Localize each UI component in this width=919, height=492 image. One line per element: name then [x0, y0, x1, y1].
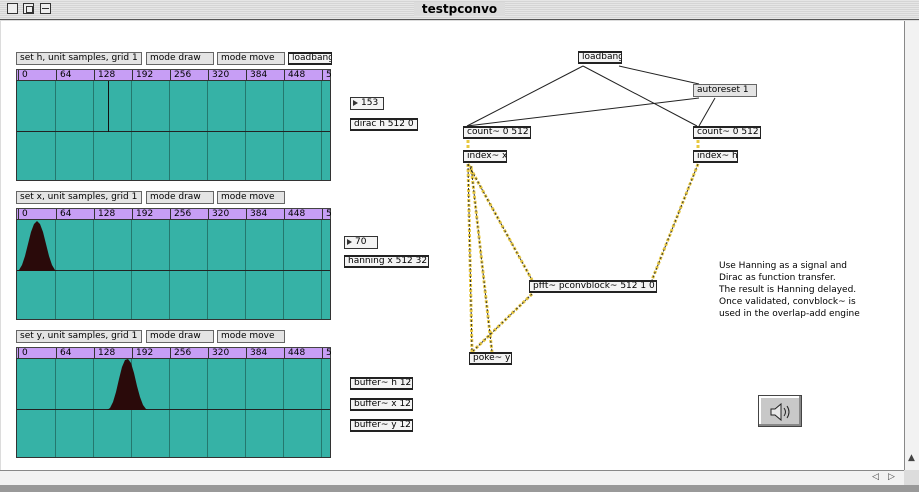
- poke-object[interactable]: poke~ y: [469, 352, 512, 365]
- comment-line: Dirac as function transfer.: [719, 273, 836, 283]
- index-x-object[interactable]: index~ x: [463, 150, 507, 163]
- mode-move-y-message[interactable]: mode move: [217, 330, 285, 343]
- cord-loadbang-count-left: [466, 65, 584, 127]
- mode-move-x-message[interactable]: mode move: [217, 191, 285, 204]
- number-box-h[interactable]: 153: [350, 97, 384, 110]
- count-left-object[interactable]: count~ 0 512: [463, 126, 531, 139]
- ruler-tick: 256: [170, 209, 191, 220]
- cord-loadbang-count-right: [582, 65, 698, 127]
- ruler-y: 0 64 128 192 256 320 384 448 5: [16, 347, 332, 359]
- signal-index-x-poke: [469, 165, 494, 353]
- ruler-tick: 384: [246, 348, 267, 359]
- ruler-tick: 448: [284, 209, 305, 220]
- buffer-x-object[interactable]: buffer~ x 12: [350, 398, 413, 411]
- ruler-tick: 448: [284, 348, 305, 359]
- ruler-tick: 192: [132, 209, 153, 220]
- waveform-editor-h[interactable]: [16, 80, 331, 181]
- ruler-tick: 128: [94, 209, 115, 220]
- mode-draw-x-message[interactable]: mode draw: [146, 191, 214, 204]
- patcher-canvas[interactable]: set h, unit samples, grid 1 mode draw mo…: [1, 21, 904, 470]
- loadbang-object[interactable]: loadbang: [578, 51, 622, 64]
- ruler-tick: 5: [322, 348, 332, 359]
- scroll-right-icon[interactable]: ▷: [888, 472, 895, 482]
- ruler-tick: 448: [284, 70, 305, 81]
- scroll-up-icon[interactable]: ▲: [908, 453, 915, 463]
- ruler-tick: 256: [170, 348, 191, 359]
- cord-loadbang-autoreset: [618, 65, 700, 85]
- ruler-tick: 128: [94, 348, 115, 359]
- patch-cords: [466, 65, 716, 354]
- window-title: testpconvo: [0, 2, 919, 16]
- comment-line: used in the overlap-add engine: [719, 309, 860, 319]
- autoreset-message[interactable]: autoreset 1: [693, 84, 757, 97]
- ruler-tick: 64: [56, 209, 71, 220]
- count-right-object[interactable]: count~ 0 512: [693, 126, 761, 139]
- loadbang-h-object[interactable]: loadbang: [288, 52, 332, 65]
- ruler-tick: 0: [18, 70, 28, 81]
- pfft-object[interactable]: pfft~ pconvblock~ 512 1 0: [529, 280, 657, 293]
- zero-line: [17, 270, 330, 271]
- ruler-x: 0 64 128 192 256 320 384 448 5: [16, 208, 332, 220]
- set-h-message[interactable]: set h, unit samples, grid 1: [16, 52, 142, 65]
- horizontal-scrollbar[interactable]: ◁ ▷: [0, 470, 904, 485]
- close-box-icon[interactable]: [7, 3, 18, 14]
- index-h-object[interactable]: index~ h: [693, 150, 738, 163]
- ruler-tick: 192: [132, 348, 153, 359]
- ruler-tick: 5: [322, 209, 332, 220]
- waveform-editor-y[interactable]: [16, 358, 331, 458]
- mode-draw-y-message[interactable]: mode draw: [146, 330, 214, 343]
- buffer-h-object[interactable]: buffer~ h 12: [350, 377, 413, 390]
- mode-move-h-message[interactable]: mode move: [217, 52, 285, 65]
- zero-line: [17, 409, 330, 410]
- collapse-box-icon[interactable]: [40, 3, 51, 14]
- dirac-object[interactable]: dirac h 512 0: [350, 118, 418, 131]
- ruler-tick: 128: [94, 70, 115, 81]
- ruler-tick: 5: [322, 70, 332, 81]
- ruler-tick: 0: [18, 209, 28, 220]
- ruler-tick: 64: [56, 70, 71, 81]
- ruler-tick: 320: [208, 209, 229, 220]
- comment-line: Once validated, convblock~ is: [719, 297, 856, 307]
- ruler-tick: 0: [18, 348, 28, 359]
- output-waveform: [107, 359, 148, 410]
- explanation-comment: Use Hanning as a signal and Dirac as fun…: [719, 260, 860, 320]
- dac-toggle[interactable]: [758, 395, 802, 427]
- waveform-editor-x[interactable]: [16, 219, 331, 320]
- ruler-tick: 384: [246, 70, 267, 81]
- ruler-tick: 384: [246, 209, 267, 220]
- buffer-y-object[interactable]: buffer~ y 12: [350, 419, 413, 432]
- dirac-impulse: [108, 81, 109, 132]
- mode-draw-h-message[interactable]: mode draw: [146, 52, 214, 65]
- zero-line: [17, 131, 330, 132]
- ruler-tick: 320: [208, 70, 229, 81]
- signal-index-h-pfft: [650, 163, 700, 281]
- hanning-waveform: [17, 221, 57, 271]
- set-y-message[interactable]: set y, unit samples, grid 1: [16, 330, 142, 343]
- cord-autoreset-count-right: [698, 97, 716, 127]
- scroll-left-icon[interactable]: ◁: [872, 472, 879, 482]
- vertical-scrollbar[interactable]: ▲: [904, 21, 919, 470]
- title-bar[interactable]: testpconvo: [0, 0, 919, 20]
- zoom-box-icon[interactable]: [23, 3, 34, 14]
- signal-index-x-pfft: [466, 163, 534, 281]
- number-box-x[interactable]: 70: [344, 236, 378, 249]
- set-x-message[interactable]: set x, unit samples, grid 1: [16, 191, 142, 204]
- comment-line: Use Hanning as a signal and: [719, 261, 847, 271]
- ruler-tick: 64: [56, 348, 71, 359]
- cord-autoreset-count-left: [466, 97, 700, 127]
- ruler-tick: 256: [170, 70, 191, 81]
- speaker-icon: [770, 402, 790, 422]
- ruler-tick: 320: [208, 348, 229, 359]
- ruler-tick: 192: [132, 70, 153, 81]
- hanning-object[interactable]: hanning x 512 32: [344, 255, 429, 268]
- ruler-h: 0 64 128 192 256 320 384 448 5: [16, 69, 332, 81]
- comment-line: The result is Hanning delayed.: [719, 285, 857, 295]
- window-bottom-edge: [0, 485, 919, 492]
